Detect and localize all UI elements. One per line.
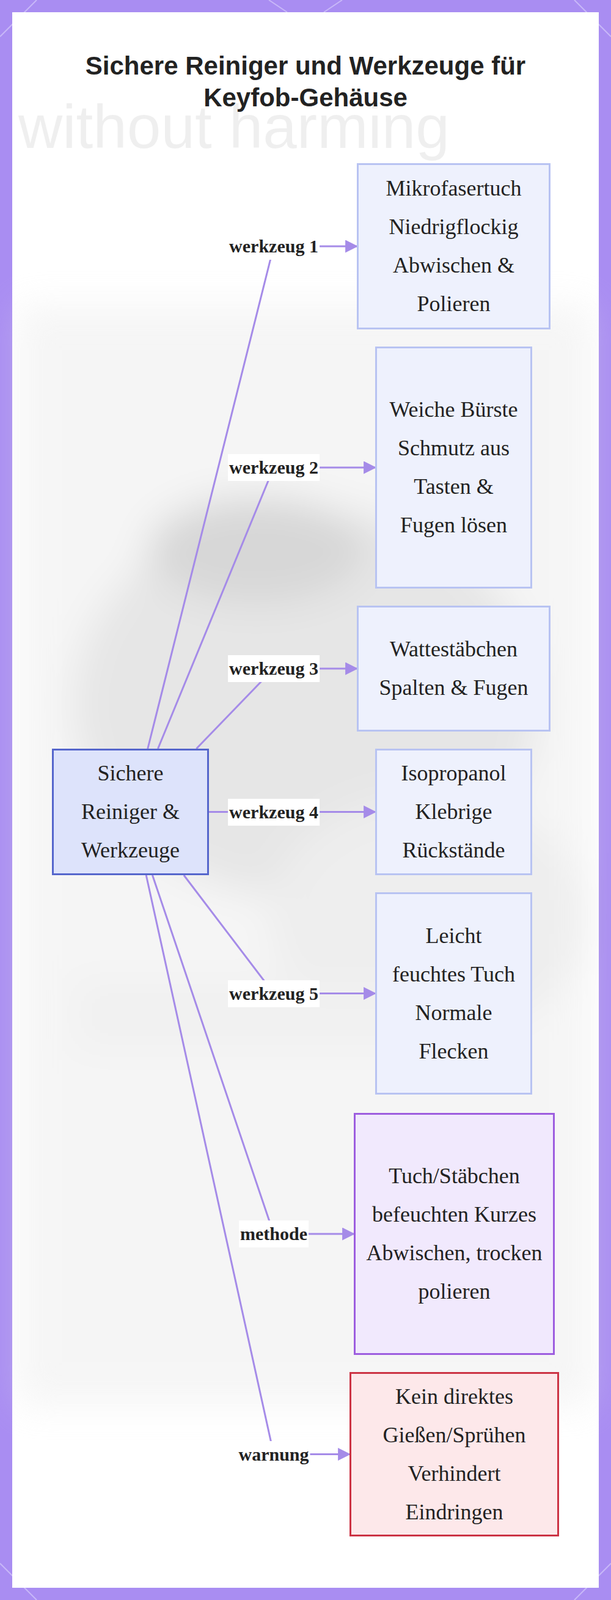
node-text: Leicht feuchtes Tuch Normale Flecken: [386, 916, 521, 1071]
edge-label: methode: [238, 1220, 309, 1248]
edge-label: werkzeug 4: [227, 798, 320, 826]
edge-label: werkzeug 1: [227, 232, 320, 260]
method-box: Tuch/Stäbchen befeuchten Kurzes Abwische…: [353, 1112, 555, 1355]
warning-box: Kein direktes Gießen/Sprühen Verhindert …: [349, 1371, 560, 1537]
tool-box: Isopropanol Klebrige Rückstände: [375, 748, 533, 875]
background-photo: [18, 305, 593, 1406]
tool-box: Mikrofasertuch Niedrigflockig Abwischen …: [356, 163, 551, 330]
root-box: Sichere Reiniger & Werkzeuge: [51, 748, 209, 875]
connector-arrow: [146, 874, 350, 1455]
edge-label: warnung: [237, 1440, 310, 1468]
node-text: Kein direktes Gießen/Sprühen Verhindert …: [361, 1377, 548, 1532]
tool-box: Weiche Bürste Schmutz aus Tasten & Fugen…: [375, 346, 533, 589]
watermark: without harming: [18, 91, 450, 162]
edge-label: werkzeug 5: [227, 980, 320, 1007]
node-text: Tuch/Stäbchen befeuchten Kurzes Abwische…: [365, 1156, 544, 1311]
node-text: Mikrofasertuch Niedrigflockig Abwischen …: [368, 169, 539, 324]
edge-label: werkzeug 3: [227, 654, 320, 682]
connector-arrow: [152, 874, 354, 1234]
node-text: Isopropanol Klebrige Rückstände: [386, 753, 521, 870]
card: [12, 12, 599, 1588]
node-text: Weiche Bürste Schmutz aus Tasten & Fugen…: [386, 390, 521, 545]
tool-box: Leicht feuchtes Tuch Normale Flecken: [375, 892, 533, 1095]
connector-arrow: [157, 467, 376, 749]
connector-arrow: [147, 246, 357, 749]
node-text: Sichere Reiniger & Werkzeuge: [63, 753, 198, 870]
edge-label: werkzeug 2: [227, 453, 320, 481]
tool-box: Wattestäbchen Spalten & Fugen: [356, 605, 551, 732]
node-text: Wattestäbchen Spalten & Fugen: [368, 629, 539, 707]
connector-arrow: [183, 874, 376, 994]
